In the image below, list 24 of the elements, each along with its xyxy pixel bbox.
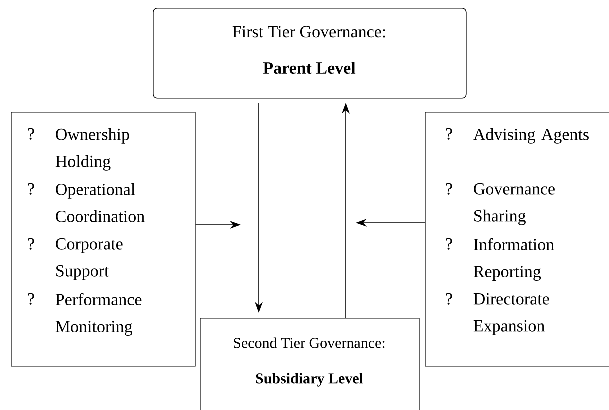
tier-box <box>200 318 420 410</box>
list-item: Governance Sharing <box>474 183 555 226</box>
list-item: Information Reporting <box>474 238 554 282</box>
list-item: Ownership Holding <box>56 128 130 171</box>
tier-heading: First Tier Governance: <box>232 26 386 38</box>
list-box <box>425 112 609 367</box>
bullet-mark: ? <box>446 238 452 250</box>
bullet-mark: ? <box>28 128 34 140</box>
level-name: Parent Level <box>263 62 356 74</box>
tier-box <box>153 8 467 99</box>
bullet-mark: ? <box>28 293 34 305</box>
list-item: Directorate Expansion <box>474 293 550 336</box>
bullet-mark: ? <box>446 128 452 140</box>
list-item: Performance Monitoring <box>56 293 142 336</box>
tier-heading: Second Tier Governance: <box>234 338 385 348</box>
bullet-mark: ? <box>446 293 452 305</box>
list-item: Corporate Support <box>56 238 123 280</box>
bullet-mark: ? <box>28 238 34 250</box>
level-name: Subsidiary Level <box>256 373 364 387</box>
bullet-mark: ? <box>446 183 452 195</box>
list-item: Operational Coordination <box>56 183 145 222</box>
list-box <box>11 112 196 367</box>
list-item: Advising Agents <box>474 128 589 144</box>
bullet-mark: ? <box>28 183 34 195</box>
